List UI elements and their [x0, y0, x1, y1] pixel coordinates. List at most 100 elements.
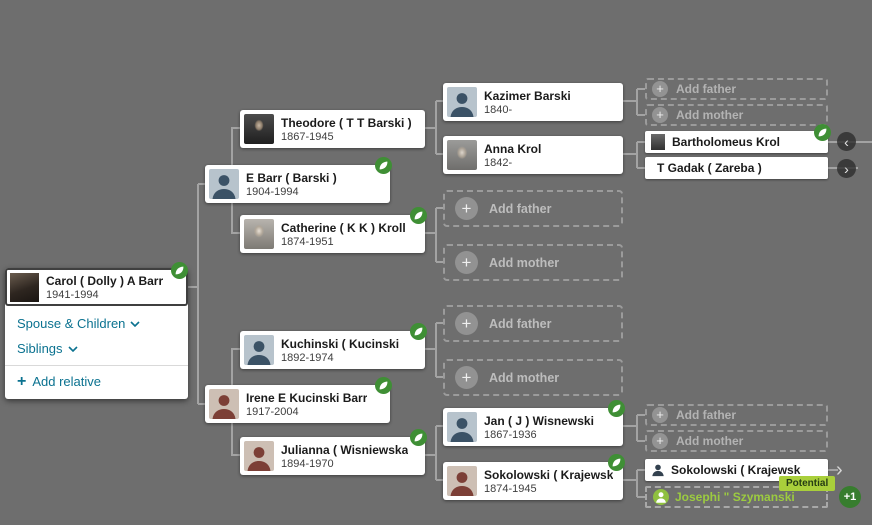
add-mother-placeholder[interactable]: + Add mother — [443, 359, 623, 396]
female-avatar-icon — [209, 389, 239, 419]
plus-icon: + — [455, 366, 478, 389]
add-father-label: Add father — [489, 201, 552, 216]
portrait-photo — [447, 140, 477, 170]
menu-spouse-children-label: Spouse & Children — [17, 316, 126, 331]
potential-person-icon — [653, 489, 669, 505]
add-father-label: Add father — [489, 316, 552, 331]
person-name: Sokolowski ( Krajewsk — [671, 463, 801, 477]
person-name: E Barr ( Barski ) — [246, 170, 337, 185]
person-name: Kuchinski ( Kucinski — [281, 336, 400, 351]
person-name: Anna Krol — [484, 141, 542, 156]
person-name: Kazimer Barski — [484, 88, 571, 103]
hint-leaf-badge[interactable] — [375, 377, 392, 394]
person-dates: 1867-1945 — [281, 130, 334, 143]
add-mother-placeholder-small[interactable]: + Add mother — [645, 430, 828, 452]
person-card-carol[interactable]: Carol ( Dolly ) A Barr 1941-1994 — [5, 262, 188, 306]
hint-leaf-badge[interactable] — [410, 207, 427, 224]
person-dates: 1874-1945 — [484, 482, 537, 495]
person-dates: 1894-1970 — [281, 457, 334, 470]
add-mother-label: Add mother — [676, 434, 744, 448]
person-dates: 1917-2004 — [246, 405, 299, 418]
person-dates: 1840- — [484, 103, 513, 116]
person-dates: 1941-1994 — [46, 288, 99, 301]
hint-leaf-badge[interactable] — [608, 400, 625, 417]
person-bar-sokolowski-sr[interactable]: Sokolowski ( Krajewsk — [645, 459, 828, 481]
portrait-photo — [651, 134, 665, 150]
plus-icon: + — [455, 251, 478, 274]
plus-icon: + — [652, 107, 668, 123]
portrait-photo — [244, 219, 274, 249]
collapse-branch-button[interactable]: ‹ — [837, 132, 856, 151]
portrait-photo — [244, 114, 274, 144]
chevron-down-icon — [130, 320, 140, 327]
male-avatar-icon — [447, 412, 477, 442]
menu-divider — [5, 365, 188, 366]
person-dates: 1842- — [484, 156, 513, 169]
potential-badge: Potential — [779, 476, 836, 491]
person-card-theodore[interactable]: Theodore ( T T Barski )1867-1945 — [240, 110, 425, 148]
add-father-placeholder-small[interactable]: + Add father — [645, 78, 828, 100]
female-avatar-icon — [244, 441, 274, 471]
person-name: Irene E Kucinski Barr — [246, 390, 368, 405]
plus-icon: + — [652, 81, 668, 97]
add-mother-placeholder-small[interactable]: + Add mother — [645, 104, 828, 126]
person-name: Julianna ( Wisniewska — [281, 442, 409, 457]
hint-leaf-badge[interactable] — [410, 323, 427, 340]
add-relative-button[interactable]: + Add relative — [5, 366, 188, 399]
person-bar-bartholomeus[interactable]: Bartholomeus Krol — [645, 124, 831, 153]
plus-one-badge[interactable]: +1 — [839, 486, 861, 508]
male-avatar-icon — [244, 335, 274, 365]
person-card-e-barr[interactable]: E Barr ( Barski )1904-1994 — [205, 157, 392, 203]
person-name: Jan ( J ) Wisnewski — [484, 413, 594, 428]
person-name: T Gadak ( Zareba ) — [657, 161, 762, 175]
add-father-label: Add father — [676, 408, 736, 422]
plus-icon: + — [455, 197, 478, 220]
add-father-label: Add father — [676, 82, 736, 96]
selected-person-panel: Carol ( Dolly ) A Barr 1941-1994 Spouse … — [5, 262, 188, 399]
person-dates: 1874-1951 — [281, 235, 334, 248]
add-mother-placeholder[interactable]: + Add mother — [443, 244, 623, 281]
chevron-right-icon: › — [844, 160, 849, 177]
add-father-placeholder-small[interactable]: + Add father — [645, 404, 828, 426]
menu-siblings[interactable]: Siblings — [5, 336, 188, 361]
female-avatar-icon — [447, 466, 477, 496]
chevron-right-icon: › — [836, 459, 843, 481]
plus-icon: + — [455, 312, 478, 335]
menu-spouse-children[interactable]: Spouse & Children — [5, 311, 188, 336]
person-bar-josephi-potential[interactable]: Josephi " Szymanski — [645, 486, 828, 508]
hint-leaf-badge[interactable] — [814, 124, 831, 141]
add-father-placeholder[interactable]: + Add father — [443, 190, 623, 227]
person-name: Catherine ( K K ) Kroll — [281, 220, 406, 235]
hint-leaf-badge[interactable] — [608, 454, 625, 471]
person-name: Bartholomeus Krol — [672, 135, 781, 149]
person-dates: 1867-1936 — [484, 428, 537, 441]
person-name: Sokolowski ( Krajewsk — [484, 467, 614, 482]
person-icon — [651, 463, 665, 477]
expand-branch-button[interactable]: › — [837, 159, 856, 178]
plus-icon: + — [652, 433, 668, 449]
male-avatar-icon — [209, 169, 239, 199]
add-mother-label: Add mother — [489, 370, 560, 385]
person-bar-tgadak[interactable]: T Gadak ( Zareba ) — [645, 157, 828, 179]
person-menu: Spouse & Children Siblings + Add relativ… — [5, 306, 188, 399]
hint-leaf-badge[interactable] — [171, 262, 188, 279]
plus-icon: + — [652, 407, 668, 423]
menu-siblings-label: Siblings — [17, 341, 63, 356]
chevron-left-icon: ‹ — [844, 133, 849, 150]
male-avatar-icon — [447, 87, 477, 117]
hint-leaf-badge[interactable] — [410, 429, 427, 446]
add-father-placeholder[interactable]: + Add father — [443, 305, 623, 342]
person-name: Josephi " Szymanski — [675, 490, 795, 504]
expand-branch-chevron[interactable]: › — [836, 460, 843, 480]
add-relative-label: Add relative — [32, 374, 101, 389]
hint-leaf-badge[interactable] — [375, 157, 392, 174]
